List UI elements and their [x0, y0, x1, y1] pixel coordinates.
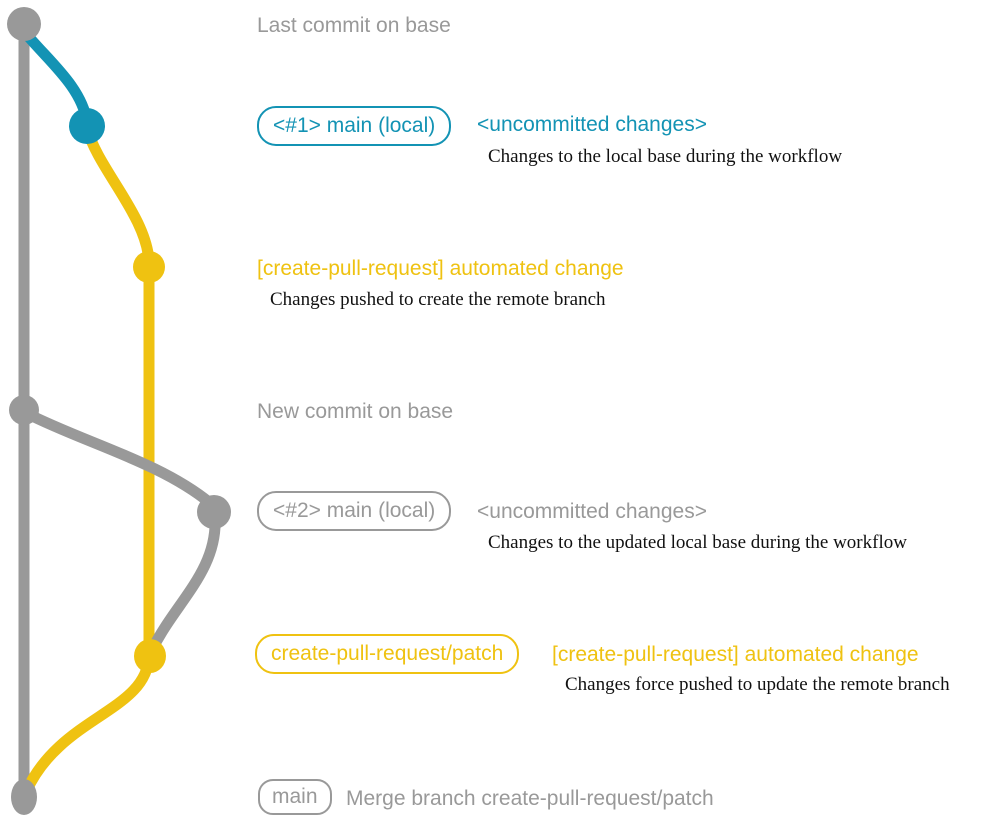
branch-tag-main-local-2: <#2> main (local) [257, 491, 452, 531]
base-to-local-main-2-curve [20, 407, 216, 509]
uncommitted-changes-label-2: <uncommitted changes> [477, 500, 707, 523]
new-commit-label: New commit on base [257, 400, 454, 423]
branch-tag-main-merge: main [258, 779, 332, 815]
commit-dot-local-main-2 [197, 495, 231, 529]
description-force-push-update: Changes force pushed to update the remot… [565, 674, 950, 695]
local-main-2-to-patch-curve [147, 511, 221, 654]
branch-tag-main-local-1: <#1> main (local) [257, 106, 452, 146]
branch-tag-patch: create-pull-request/patch [255, 634, 520, 674]
description-local-base-changes: Changes to the local base during the wor… [488, 146, 843, 167]
automated-change-label-2: [create-pull-request] automated change [552, 643, 919, 666]
commit-dot-patch-2 [134, 639, 166, 673]
uncommitted-changes-label-1: <uncommitted changes> [477, 113, 707, 136]
description-push-create: Changes pushed to create the remote bran… [270, 289, 606, 310]
automated-change-label-1: [create-pull-request] automated change [257, 257, 624, 280]
merge-message-label: Merge branch create-pull-request/patch [346, 787, 714, 810]
commit-dot-patch-1 [133, 251, 165, 283]
commit-dot-base-new [9, 395, 39, 425]
description-updated-local-base-changes: Changes to the updated local base during… [488, 532, 907, 553]
commit-dot-base-top [7, 7, 41, 41]
commit-dot-local-main-1 [69, 108, 105, 144]
local-main-branch-curve [22, 30, 93, 128]
last-commit-label: Last commit on base [257, 14, 451, 37]
commit-dot-merge [11, 779, 37, 815]
